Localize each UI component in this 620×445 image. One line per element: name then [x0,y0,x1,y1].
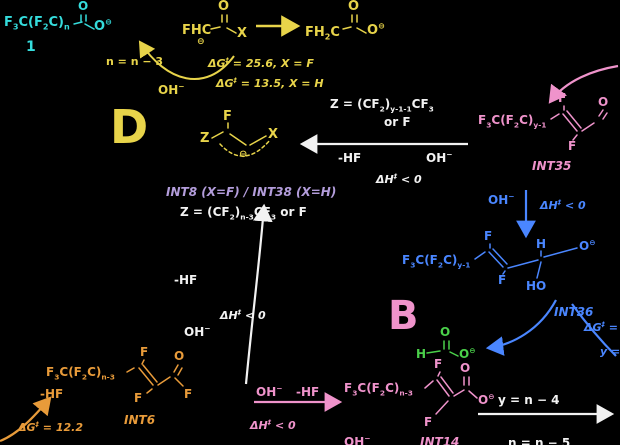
minus-hf-label-center: -HF [338,151,362,165]
fh2c-o-minus: O⊖ [367,21,385,38]
int14-o-minus: O⊖ [478,392,495,407]
arrow-enolate-to-compound1 [138,40,235,81]
formate-carbonyl-o: O [440,325,451,339]
int36-label: INT36 [554,305,594,319]
dh-label-center: ΔH‡ < 0 [376,172,422,186]
z-definition-top-line1: Z = (CF2)y-1-1CF3 [330,97,434,114]
minus-hf-label-up: -HF [174,273,198,287]
fhc-x-substituent: X [237,26,248,41]
int6-minus-hf: -HF [40,387,64,401]
fhc-charge: ⊖ [197,37,205,47]
y-renumber-note: y = n − 4 [498,393,560,407]
int6-chain: F3C(F2C)n-3 [46,365,115,382]
int36-h: H [536,237,547,251]
int6-f-bottom: F [134,391,143,405]
compound1-number: 1 [26,39,36,55]
dg-x-f-value: ΔG‡ = 25.6, X = F [208,56,314,70]
enolate-skeleton [211,122,271,157]
compound1-skeleton [73,14,95,30]
fhc-group: FHC [182,23,212,38]
arrow-int36-to-formate [485,299,557,356]
hydroxide-label-bottom: OH− [256,384,283,399]
dg-partial-right-edge: ΔG‡ = [584,320,618,334]
dh-label-bottom: ΔH‡ < 0 [250,418,296,432]
int14-f-top: F [434,357,443,371]
arrow-int6-to-enolate [244,203,273,385]
dg-x-h-value: ΔG‡ = 13.5, X = H [216,76,324,90]
enolate-x-substituent: X [268,127,279,142]
minus-hf-label-bottom: -HF [296,385,320,399]
int36-skeleton [474,243,578,279]
hydroxide-partial-bottom: OH− [344,434,371,445]
int35-label: INT35 [532,159,572,173]
int36-f1: F [484,229,493,243]
arrow-int36-branch-right [571,303,617,357]
compound1-o-minus: O⊖ [94,17,112,34]
hydroxide-label-yellow: OH− [158,82,185,97]
int36-o-minus: O⊖ [579,238,596,253]
panel-b-label: B [388,293,419,339]
int6-dg-value: ΔG‡ = 12.2 [18,420,83,434]
formate-skeleton [426,340,459,357]
int14-carbonyl-o: O [460,361,471,375]
y-partial-right-edge: y = [600,345,620,358]
int35-aldehyde-o: O [598,95,609,109]
int14-f-bottom: F [424,415,433,429]
compound1-carbonyl-o: O [78,0,89,13]
fhc-carbonyl-o: O [218,0,230,14]
dh-label-up: ΔH‡ < 0 [220,308,266,322]
int6-carbonyl-o: O [174,349,185,363]
fh2c-group: FH2C [305,25,340,42]
formate-o-minus: O⊖ [459,346,476,361]
int36-ho-group: HO [526,279,547,293]
enolate-charge: ⊖ [239,149,248,160]
n-renumber-note-partial: n = n − 5 [508,436,571,445]
hydroxide-label-blue: OH− [488,192,515,207]
int35-f-top: F [558,91,567,105]
arrow-into-int6 [0,396,52,443]
enolate-f-substituent: F [223,109,232,124]
z-definition-bottom: Z = (CF2)n-3CF3 or F [180,205,307,222]
formate-h: H [416,347,427,361]
int6-acyl-f: F [184,387,193,401]
fh2c-carbonyl-o: O [348,0,360,14]
int36-f2: F [498,273,507,287]
z-definition-top-line2: or F [384,115,411,129]
int36-chain: F3C(F2C)y-1 [402,253,471,270]
compound1-chain: F3C(F2C)n [4,15,70,32]
enolate-z-substituent: Z [200,131,210,146]
int8-int38-label: INT8 (X=F) / INT38 (X=H) [166,185,337,199]
int14-chain: F3C(F2C)n-3 [344,381,413,398]
int6-label: INT6 [124,413,156,427]
int14-skeleton [424,371,478,415]
arrow-into-int35 [548,64,619,104]
hydroxide-label-center: OH− [426,150,453,165]
fh2c-product-skeleton [342,14,367,34]
int6-f-top: F [140,345,149,359]
int14-label: INT14 [420,435,460,445]
chain-renumber-note: n = n − 3 [106,55,164,68]
int35-f-bottom: F [568,139,577,153]
fhc-x-skeleton [210,14,237,34]
dh-label-blue: ΔH‡ < 0 [540,198,586,212]
int6-skeleton [126,359,184,394]
panel-d-label: D [110,100,149,154]
hydroxide-label-up: OH− [184,324,211,339]
int35-skeleton [550,105,608,141]
int35-chain: F3C(F2C)y-1 [478,113,547,130]
